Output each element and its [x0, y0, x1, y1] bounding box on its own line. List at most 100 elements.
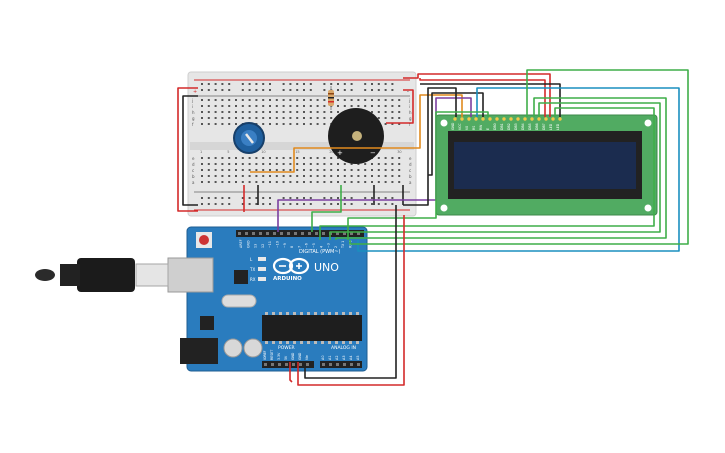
header-pin[interactable]	[308, 232, 311, 235]
wires	[177, 69, 689, 386]
lcd-pin[interactable]	[502, 117, 506, 121]
row-letter: h	[409, 110, 412, 115]
wire-black-lcd-k	[420, 83, 561, 117]
lcd-pin[interactable]	[460, 117, 464, 121]
lcd-pin-label: DB2	[507, 123, 511, 130]
rail-plus-label: +	[193, 89, 197, 95]
lcd-pin[interactable]	[467, 117, 471, 121]
header-pin[interactable]	[306, 363, 309, 366]
analog-pin-label: A1	[328, 356, 332, 360]
lcd-pin[interactable]	[551, 117, 555, 121]
row-letter: h	[192, 110, 195, 115]
header-pin[interactable]	[264, 363, 267, 366]
lcd-pin-label: V0	[465, 126, 469, 130]
lcd-pin[interactable]	[523, 117, 527, 121]
column-number: 15	[295, 150, 299, 154]
lcd-pin[interactable]	[537, 117, 541, 121]
led-label: RX	[250, 277, 256, 282]
wire-orange-pot-v0	[250, 94, 463, 173]
header-pin[interactable]	[343, 363, 346, 366]
row-letter: f	[192, 122, 194, 127]
header-pin[interactable]	[278, 363, 281, 366]
header-pin[interactable]	[329, 363, 332, 366]
column-number: 5	[227, 150, 229, 154]
resistor	[328, 86, 334, 110]
lcd-pin[interactable]	[509, 117, 513, 121]
header-pin[interactable]	[336, 232, 339, 235]
model-label: UNO	[314, 261, 339, 274]
lcd-pin[interactable]	[544, 117, 548, 121]
lcd-pin[interactable]	[481, 117, 485, 121]
analog-pin-label: A3	[342, 356, 346, 360]
power-pin-label: Vin	[305, 355, 309, 360]
lcd-pin-label: DB4	[521, 123, 525, 130]
header-pin[interactable]	[322, 363, 325, 366]
lcd-pin[interactable]	[453, 117, 457, 121]
row-letter: a	[409, 180, 412, 185]
header-pin[interactable]	[238, 232, 241, 235]
header-pin[interactable]	[336, 363, 339, 366]
lcd-pin[interactable]	[474, 117, 478, 121]
digital-pin-label: ~6	[305, 243, 309, 248]
microcontroller-pins	[265, 312, 359, 344]
header-pin[interactable]	[266, 232, 269, 235]
row-letter: f	[409, 122, 411, 127]
lcd-pin[interactable]	[558, 117, 562, 121]
lcd-pin[interactable]	[488, 117, 492, 121]
lcd-pin[interactable]	[530, 117, 534, 121]
wire-red-vin	[289, 362, 293, 383]
row-letter: e	[192, 156, 195, 161]
lcd-pin-label: DB5	[528, 123, 532, 130]
digital-header-label: DIGITAL (PWM~)	[299, 249, 341, 255]
header-pin[interactable]	[357, 363, 360, 366]
power-pin-label: IOREF	[263, 350, 267, 360]
row-letter: j	[408, 98, 410, 103]
wire-green-lcd-5	[347, 111, 489, 240]
row-letter: b	[409, 174, 412, 179]
header-pin[interactable]	[322, 232, 325, 235]
header-pin[interactable]	[273, 232, 276, 235]
buzzer-plus-label: +	[337, 149, 343, 157]
header-pin[interactable]	[292, 363, 295, 366]
header-pin[interactable]	[252, 232, 255, 235]
lcd-pin[interactable]	[495, 117, 499, 121]
potentiometer[interactable]	[233, 122, 265, 154]
power-header-label: POWER	[278, 345, 295, 351]
header-pin[interactable]	[301, 232, 304, 235]
row-letter: g	[192, 116, 195, 121]
header-pin[interactable]	[280, 232, 283, 235]
column-number: 10	[261, 150, 265, 154]
wire-green-lcd-3	[329, 102, 661, 240]
lcd-pin-label: RS	[472, 126, 476, 130]
header-pin[interactable]	[285, 363, 288, 366]
analog-pin-label: A2	[335, 356, 339, 360]
header-pin[interactable]	[271, 363, 274, 366]
power-pin-label: GND	[298, 352, 302, 360]
digital-pin-label: ~10	[276, 241, 280, 248]
header-pin[interactable]	[299, 363, 302, 366]
header-pin[interactable]	[287, 232, 290, 235]
header-pin[interactable]	[350, 363, 353, 366]
lcd-pin[interactable]	[516, 117, 520, 121]
header-pin[interactable]	[357, 232, 360, 235]
wire-black-lcd-rw	[428, 92, 484, 176]
lcd-pin-label: DB0	[493, 123, 497, 130]
analog-pin-label: A5	[356, 356, 360, 360]
analog-header	[320, 361, 362, 368]
header-pin[interactable]	[350, 232, 353, 235]
header-pin[interactable]	[343, 232, 346, 235]
wire-green-lcd-1	[349, 69, 689, 245]
lcd-pin-label: LED	[556, 123, 560, 130]
row-letter: g	[409, 116, 412, 121]
digital-pin-label: ~5	[312, 243, 316, 248]
lcd-pin-label: RW	[479, 124, 483, 130]
header-pin[interactable]	[294, 232, 297, 235]
row-letter: c	[409, 168, 411, 173]
header-pin[interactable]	[315, 232, 318, 235]
brand-label: ARDUINO	[273, 276, 302, 282]
header-pin[interactable]	[259, 232, 262, 235]
row-letter: e	[409, 156, 412, 161]
header-pin[interactable]	[245, 232, 248, 235]
